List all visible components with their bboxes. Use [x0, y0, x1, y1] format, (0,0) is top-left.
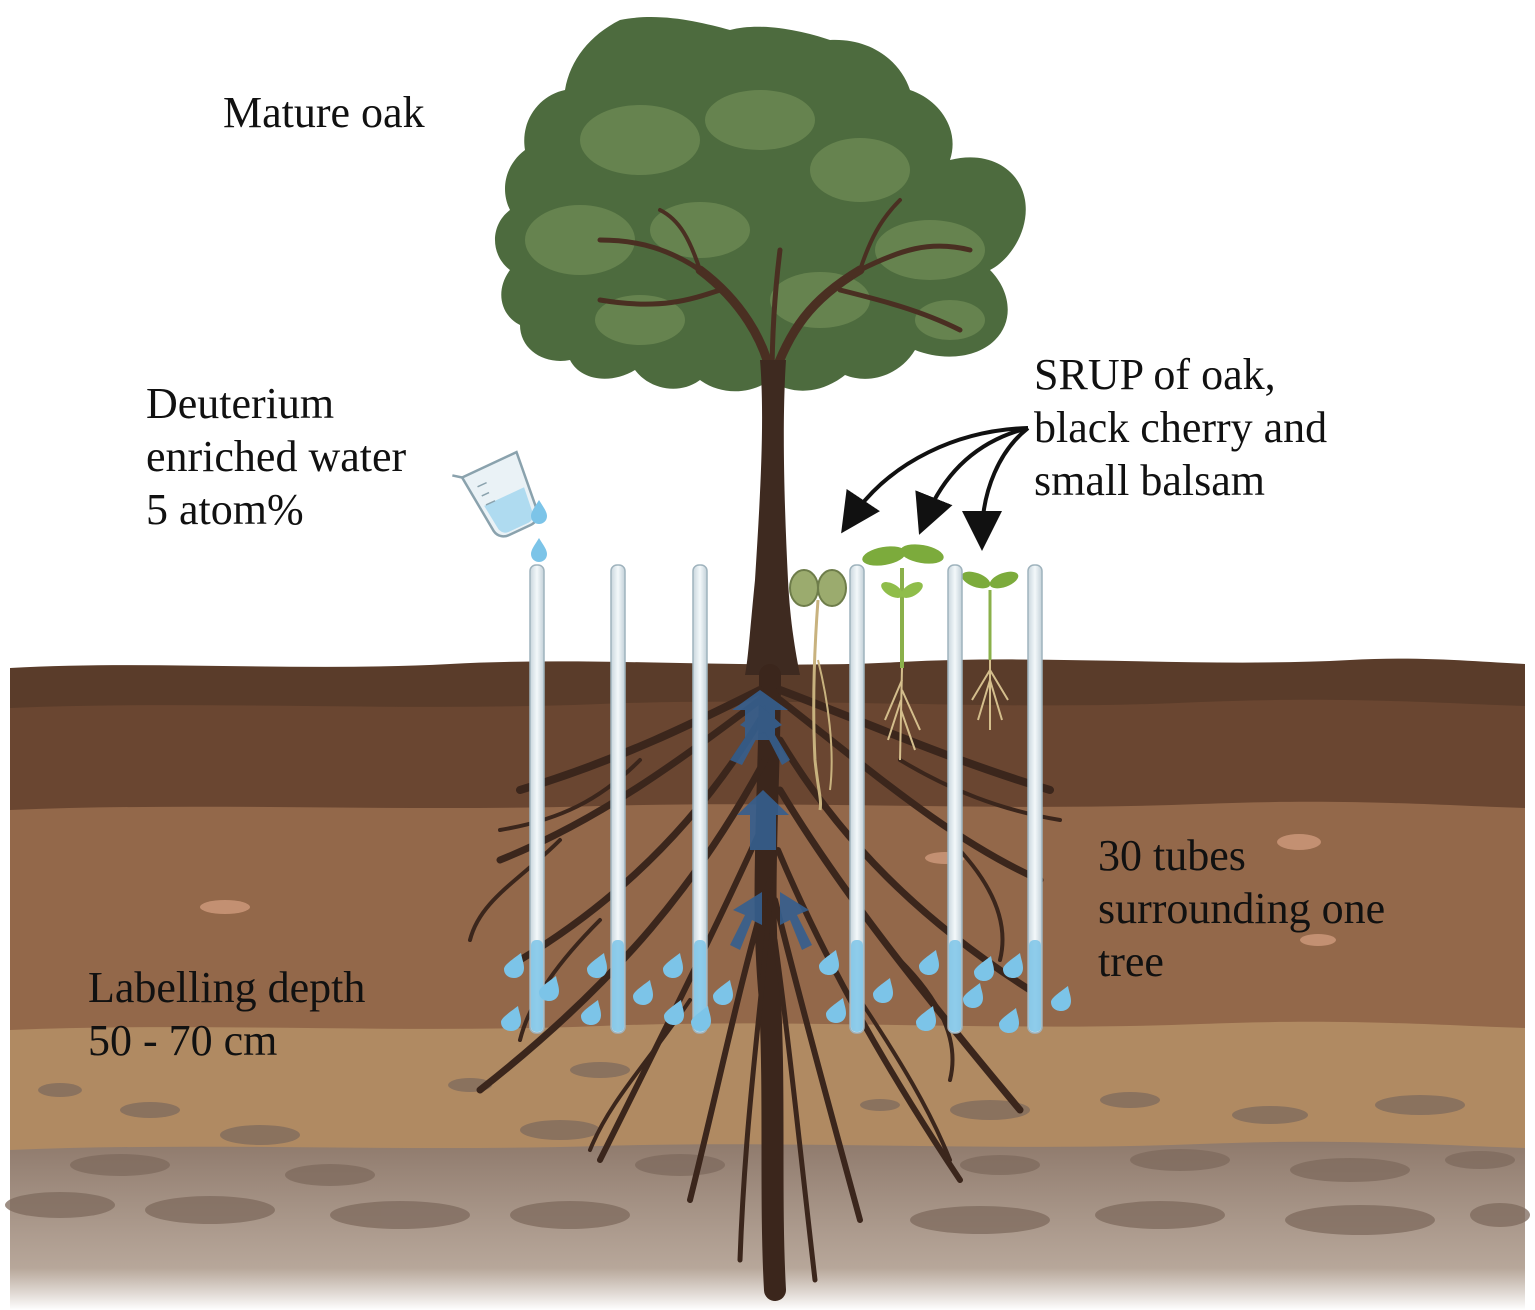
- srup-pointer-arrows: [850, 428, 1028, 535]
- tubes-line-2: surrounding one: [1098, 882, 1385, 935]
- deuterium-line-3: 5 atom%: [146, 483, 406, 536]
- label-tubes: 30 tubes surrounding one tree: [1098, 829, 1385, 988]
- tubes-line-1: 30 tubes: [1098, 829, 1385, 882]
- measuring-cup-icon: [452, 447, 547, 546]
- oak-canopy: [495, 17, 1026, 391]
- curved-arrow-icon: [850, 428, 1028, 520]
- srup-line-1: SRUP of oak,: [1034, 348, 1327, 401]
- label-deuterium: Deuterium enriched water 5 atom%: [146, 377, 406, 536]
- depth-line-2: 50 - 70 cm: [88, 1014, 365, 1067]
- srup-line-2: black cherry and: [1034, 401, 1327, 454]
- tubes-line-3: tree: [1098, 935, 1385, 988]
- srup-line-3: small balsam: [1034, 454, 1327, 507]
- deuterium-line-2: enriched water: [146, 430, 406, 483]
- depth-line-1: Labelling depth: [88, 961, 365, 1014]
- tube: [948, 565, 962, 1033]
- tube: [611, 565, 625, 1033]
- label-mature-oak: Mature oak: [223, 86, 425, 139]
- mature-oak-text: Mature oak: [223, 86, 425, 139]
- oak-trunk: [745, 360, 800, 675]
- label-srup: SRUP of oak, black cherry and small bals…: [1034, 348, 1327, 507]
- water-drop-icon: [531, 538, 547, 562]
- tube: [850, 565, 864, 1033]
- tube: [693, 565, 707, 1033]
- tube: [1028, 565, 1042, 1033]
- label-labelling-depth: Labelling depth 50 - 70 cm: [88, 961, 365, 1067]
- deuterium-line-1: Deuterium: [146, 377, 406, 430]
- tube: [530, 565, 544, 1033]
